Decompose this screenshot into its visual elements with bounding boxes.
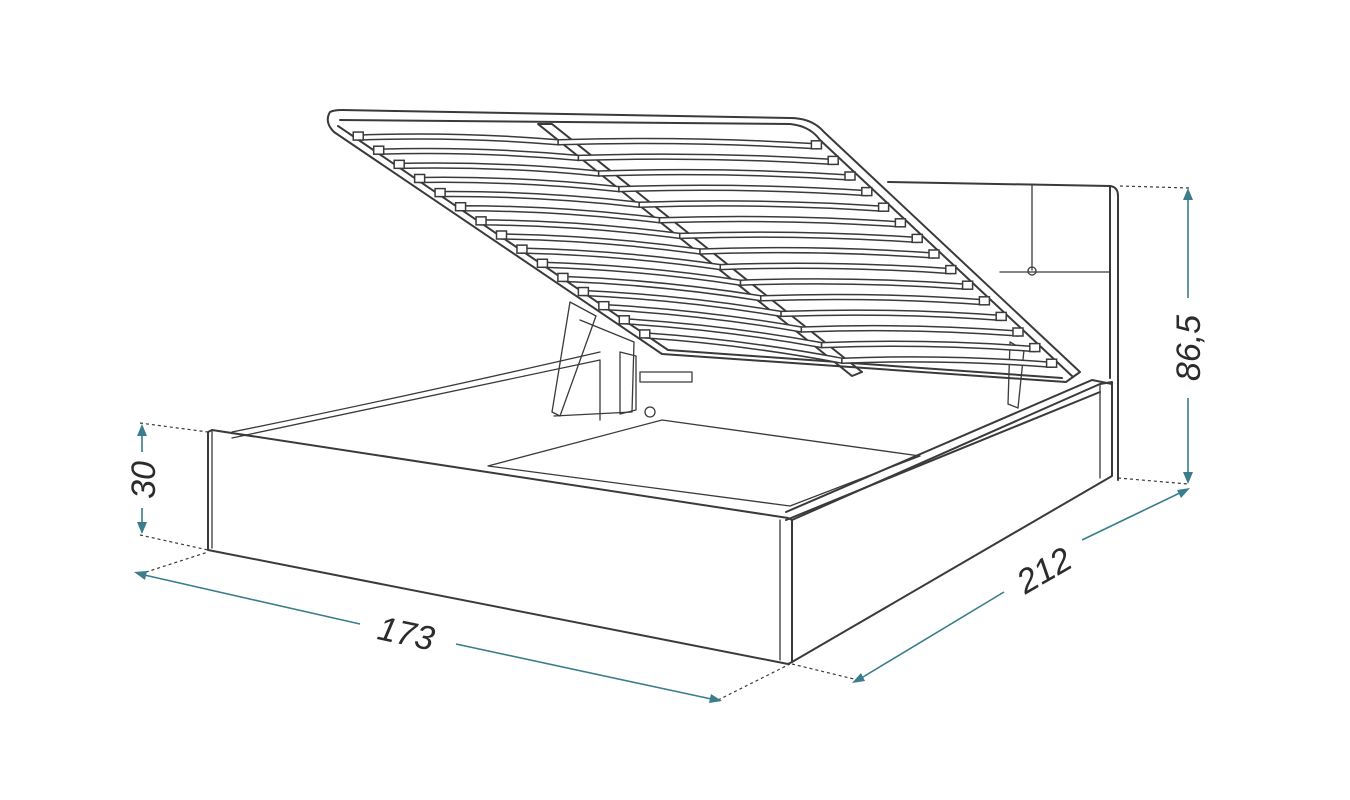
headboard-height-label: 86,5 — [1170, 315, 1208, 381]
slat-right-4 — [618, 184, 868, 197]
slat-holder-right-7 — [911, 233, 923, 244]
slat-right-7 — [678, 231, 918, 244]
slat-right-12 — [780, 309, 1002, 322]
slat-right-5 — [638, 200, 885, 213]
slatted-frame — [326, 109, 1081, 383]
frame-height-label: 30 — [125, 461, 163, 499]
slat-left-4 — [418, 176, 620, 193]
slat-left-3 — [398, 162, 600, 177]
slat-holder-left-13 — [598, 300, 610, 311]
slat-holder-right-2 — [827, 155, 839, 166]
slat-holder-left-11 — [557, 272, 569, 283]
slat-holder-left-5 — [434, 187, 446, 198]
slat-right-6 — [658, 215, 902, 228]
slat-right-13 — [800, 324, 1019, 337]
slat-holder-right-5 — [877, 202, 890, 212]
slat-holder-left-4 — [413, 173, 426, 184]
extension-lines — [139, 185, 1191, 701]
slat-right-14 — [820, 340, 1036, 353]
slat-holder-left-8 — [495, 230, 508, 240]
slat-holder-right-4 — [861, 186, 873, 197]
slat-holder-right-1 — [810, 140, 823, 150]
slat-holder-right-15 — [1045, 358, 1058, 368]
slat-right-15 — [841, 356, 1053, 369]
slat-right-10 — [739, 278, 969, 291]
slat-left-5 — [439, 190, 640, 209]
slat-holder-right-6 — [894, 218, 907, 228]
slat-holder-left-7 — [475, 216, 487, 226]
slat-right-2 — [577, 153, 834, 166]
slat-holder-left-14 — [618, 315, 631, 325]
side-rail — [791, 381, 1113, 663]
slat-holder-right-13 — [1012, 327, 1024, 337]
slat-holder-right-3 — [844, 171, 856, 181]
slat-holder-left-10 — [536, 258, 549, 269]
slat-left-2 — [377, 147, 580, 162]
dimension-frame-height: 30 — [125, 424, 163, 534]
slat-left-1 — [357, 133, 559, 146]
slat-holder-right-12 — [995, 311, 1007, 322]
dimension-width: 173 — [134, 571, 722, 703]
slat-holder-right-14 — [1029, 342, 1041, 353]
slat-right-3 — [597, 168, 851, 181]
slat-holder-left-15 — [639, 329, 651, 339]
dimension-length: 212 — [852, 488, 1190, 683]
slat-holder-right-11 — [978, 296, 991, 306]
slat-holder-right-8 — [928, 249, 940, 259]
slat-right-11 — [760, 293, 986, 306]
slat-holder-left-1 — [352, 131, 364, 141]
slat-holders — [352, 131, 1058, 368]
slat-right-9 — [719, 262, 952, 275]
slat-holder-left-9 — [516, 244, 528, 254]
lift-mechanism-left — [551, 301, 693, 418]
slat-holder-right-10 — [961, 280, 974, 290]
footboard — [207, 429, 793, 665]
slat-holder-right-9 — [945, 264, 957, 275]
slat-holder-left-3 — [393, 159, 405, 170]
slat-holder-left-6 — [454, 201, 467, 212]
dimension-headboard-height: 86,5 — [1170, 188, 1208, 484]
length-label: 212 — [1010, 540, 1079, 602]
headboard-button — [1027, 266, 1037, 276]
width-label: 173 — [374, 610, 437, 659]
slat-holder-left-12 — [577, 286, 590, 297]
slat-right-1 — [557, 137, 818, 150]
slat-holder-left-2 — [372, 145, 385, 155]
headboard — [887, 181, 1119, 481]
slats — [357, 133, 1053, 369]
slat-right-8 — [699, 246, 935, 259]
